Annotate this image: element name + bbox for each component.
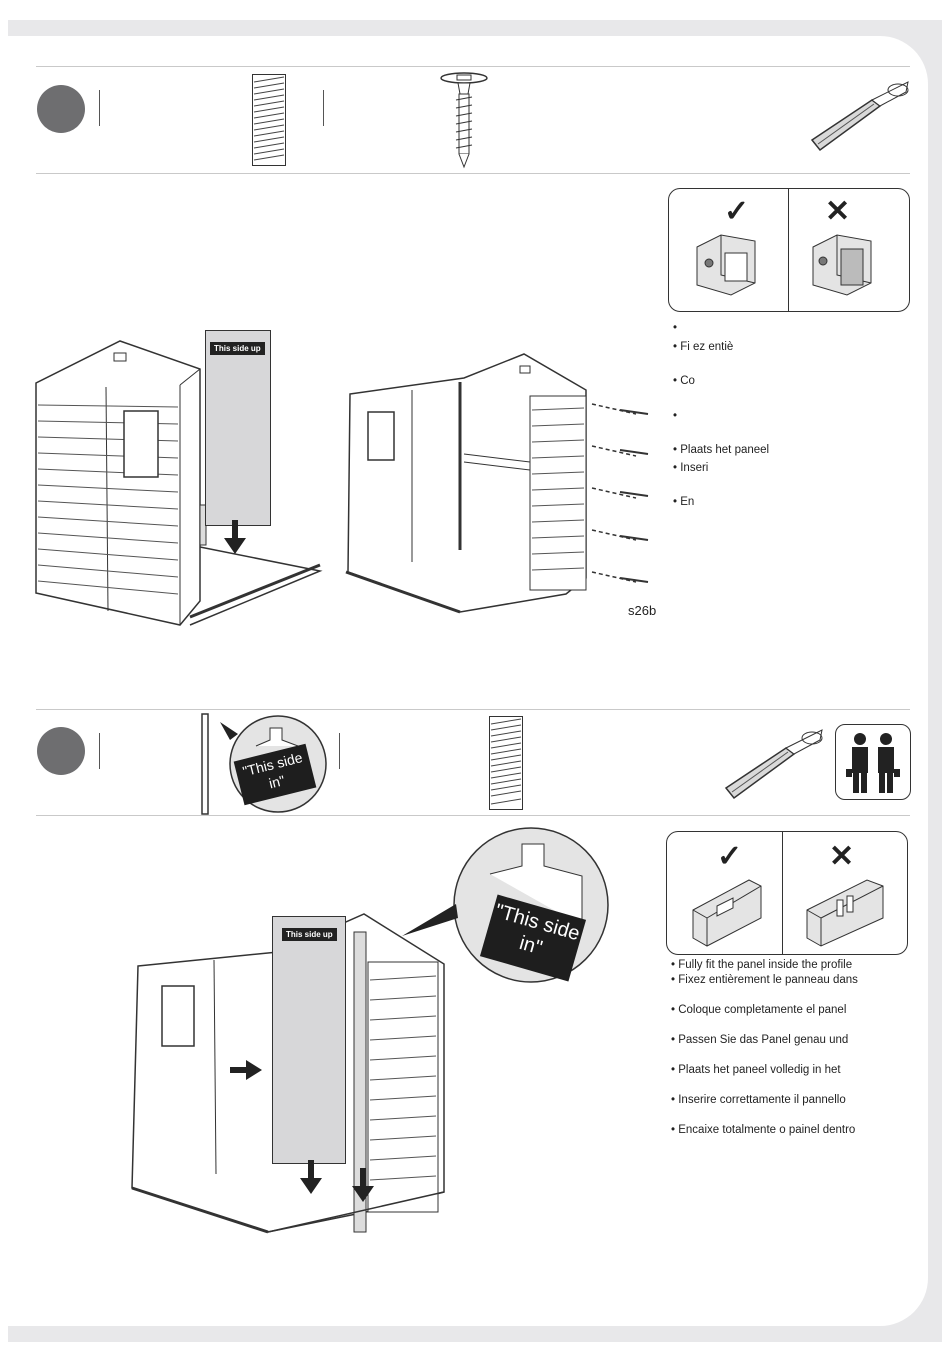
step1-fit-comparison: ✓ ✕ <box>668 188 910 312</box>
shed-back-illustration <box>345 353 649 614</box>
instruction: Encaixe totalmente o painel dentro <box>671 1124 855 1136</box>
step2-fit-comparison: ✓ ✕ <box>666 831 908 955</box>
instruction: Fully fit the panel inside the profile <box>671 959 852 971</box>
arrow-down-icon <box>352 1168 374 1202</box>
profile-wrong-illustration <box>812 234 872 296</box>
step2-header-rule <box>36 815 910 816</box>
step1-number-circle <box>37 85 85 133</box>
panel-being-inserted <box>205 330 271 526</box>
cross-icon: ✕ <box>829 840 855 873</box>
divider <box>99 733 100 769</box>
this-side-up-label: This side up <box>282 928 337 941</box>
profile-correct-illustration <box>696 234 756 296</box>
shed-front-illustration <box>35 340 323 626</box>
instruction: Plaats het paneel volledig in het <box>671 1064 840 1076</box>
instruction: En <box>673 496 694 508</box>
check-icon: ✓ <box>717 840 743 873</box>
step1-header-rule <box>36 173 910 174</box>
instruction: Inserire correttamente il pannello <box>671 1094 845 1106</box>
wall-panel-icon <box>252 74 286 166</box>
panel-being-inserted <box>272 916 346 1164</box>
arrow-right-icon <box>230 1060 262 1080</box>
divider <box>323 90 324 126</box>
divider <box>99 90 100 126</box>
step-code: s26b <box>628 603 657 618</box>
callout-pointer <box>402 904 458 936</box>
step2-top-rule <box>36 709 910 710</box>
instruction: Co <box>673 375 695 387</box>
step1-top-rule <box>36 66 910 67</box>
this-side-up-label: This side up <box>210 342 265 355</box>
cross-icon: ✕ <box>825 195 851 228</box>
divider <box>339 733 340 769</box>
screwdriver-bit-icon <box>724 729 823 800</box>
panel-fit-correct-illustration <box>692 879 762 947</box>
instruction: Passen Sie das Panel genau und <box>671 1034 848 1046</box>
arrow-down-icon <box>224 520 246 554</box>
instruction: Fixez entièrement le panneau dans <box>671 974 858 986</box>
step2-number-circle <box>37 727 85 775</box>
screwdriver-bit-icon <box>810 81 909 152</box>
screw-icon <box>440 72 488 169</box>
instruction <box>673 322 677 334</box>
instruction: Plaats het paneel <box>673 444 769 456</box>
instruction: Coloque completamente el panel <box>671 1004 846 1016</box>
two-persons-icon <box>835 724 911 800</box>
panel-fit-wrong-illustration <box>806 879 884 947</box>
arrow-down-icon <box>300 1160 322 1194</box>
instruction <box>673 410 677 422</box>
wall-panel-icon <box>489 716 523 810</box>
check-icon: ✓ <box>724 195 750 228</box>
instruction: Fi ez entiè <box>673 341 733 353</box>
instruction: Inseri <box>673 462 708 474</box>
